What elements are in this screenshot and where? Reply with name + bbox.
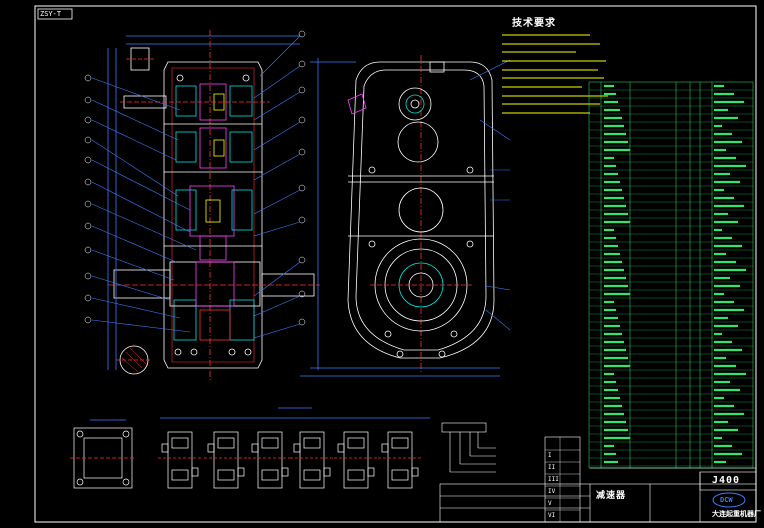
arrangement-variant — [334, 431, 378, 489]
model-code-diagram — [441, 422, 496, 473]
roman-numeral-2: II — [548, 464, 556, 471]
parts-list-rows — [589, 84, 753, 467]
balloon-numbers — [84, 30, 306, 326]
title-tag-box — [37, 8, 73, 20]
title-block — [439, 436, 757, 523]
drawing-number: J400 — [712, 475, 741, 486]
company-logo — [712, 492, 746, 508]
roman-numeral-3: III — [548, 476, 559, 483]
parts-list-table — [588, 81, 754, 469]
leader-lines-left — [91, 35, 301, 339]
front-view — [300, 55, 500, 377]
roman-numeral-1: I — [548, 452, 552, 459]
tech-requirements-title: 技术要求 — [512, 18, 556, 29]
leader-lines-front — [469, 59, 511, 331]
bottom-detail-views — [70, 407, 430, 489]
drawing-name: 减速器 — [596, 491, 627, 501]
roman-numeral-5: V — [548, 500, 552, 507]
tech-requirements-lines — [502, 34, 608, 114]
arrangement-variant — [248, 431, 292, 489]
roman-numeral-4: IV — [548, 488, 556, 495]
arrangement-variant — [158, 431, 202, 489]
arrangement-variant — [290, 431, 334, 489]
section-view — [107, 30, 320, 380]
company-name: 大连起重机器厂 — [712, 510, 761, 518]
drawing-code-tag: ZSY-T — [40, 10, 62, 18]
roman-numeral-6: VI — [548, 512, 556, 519]
drawing-frame — [34, 5, 757, 523]
arrangement-variant — [204, 431, 248, 489]
revision-table-lines — [545, 437, 580, 522]
arrangement-variant — [378, 431, 422, 489]
company-logo-text: DCW — [720, 496, 733, 504]
